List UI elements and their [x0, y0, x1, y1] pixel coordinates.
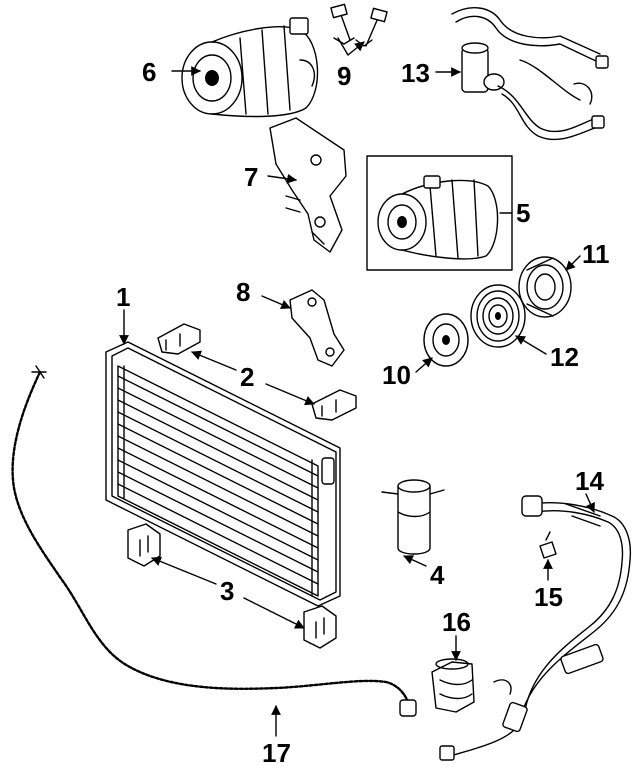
callout-10: 10 [382, 360, 411, 390]
callout-9: 9 [337, 61, 351, 91]
valve-part [539, 531, 557, 559]
clutch-plate-part [423, 313, 469, 367]
callout-4: 4 [430, 560, 445, 590]
clutch-pulley-part [518, 256, 572, 318]
small-bracket-part [289, 289, 345, 367]
callout-6: 6 [142, 57, 156, 87]
condenser-part [105, 341, 341, 607]
callout-16: 16 [442, 607, 471, 637]
long-hose-part [11, 365, 417, 717]
callout-2: 2 [240, 362, 254, 392]
callout-11: 11 [582, 239, 610, 269]
leader-lines [119, 38, 595, 737]
callout-3: 3 [220, 576, 234, 606]
callout-8: 8 [236, 277, 250, 307]
hose-assembly-right-part [439, 495, 632, 761]
compressor-top-part [181, 17, 319, 118]
upper-brackets-part [157, 323, 357, 421]
callout-17: 17 [262, 738, 291, 768]
callout-13: 13 [401, 58, 430, 88]
hose-assembly-top-part [451, 7, 609, 141]
callout-5: 5 [516, 198, 530, 228]
callout-1: 1 [116, 282, 130, 312]
pulley-part [470, 284, 526, 348]
callout-15: 15 [534, 582, 563, 612]
lower-brackets-part [127, 523, 337, 649]
bracket-part [269, 117, 347, 253]
receiver-drier-part [381, 479, 445, 555]
switch-part [431, 658, 475, 713]
callout-numbers: 6 9 13 7 5 11 8 1 2 10 12 14 4 3 15 16 1… [116, 57, 610, 768]
callout-12: 12 [550, 342, 579, 372]
callout-7: 7 [244, 162, 258, 192]
compressor-boxed-part [366, 155, 513, 271]
callout-14: 14 [575, 466, 604, 496]
